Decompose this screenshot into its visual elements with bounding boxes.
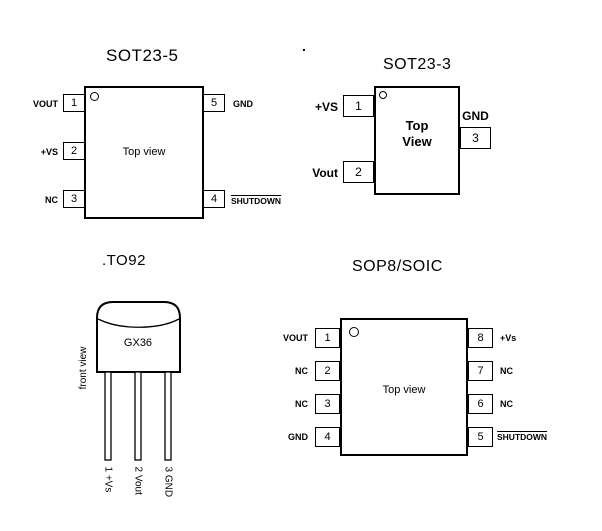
pin-number: 1 [70,96,78,109]
pin-number: 3 [472,131,479,145]
sop8-pin-4-box: 4 [315,427,340,447]
sop8-pin-label-vs: +Vs [500,333,517,343]
sop8-pin-8-box: 8 [468,328,493,348]
sot23-5-pin-label-vs: +VS [40,147,58,157]
pin-number: 1 [324,331,331,344]
sot23-5-title: SOT23-5 [106,46,179,65]
pin-number: 2 [355,165,362,179]
sot23-5-pin-label-gnd: GND [233,99,253,109]
sot23-5-pin-2-box: 2 [63,142,85,160]
sot23-5-pin-label-shutdown: SHUTDOWN [231,196,282,206]
sot23-5-package-body [84,86,204,219]
sop8-title: SOP8/SOIC [352,258,443,275]
pin-number: 8 [477,331,484,344]
sot23-3-pin-3-box: 3 [460,127,491,149]
pin-number: 6 [477,397,484,410]
sot23-5-pin-5-box: 5 [203,94,225,112]
sot23-3-pin-label-vout: Vout [312,166,338,180]
sop8-pin-6-box: 6 [468,394,493,414]
sot23-5-pin-3-box: 3 [63,190,85,208]
sot23-5-pin-label-vout: VOUT [32,99,58,109]
sop8-pin-label-gnd: GND [288,432,308,442]
sop8-pin-3-box: 3 [315,394,340,414]
sop8-pin1-marker-icon [349,327,359,337]
sot23-3-pin-2-box: 2 [343,161,374,183]
sot23-5-orientation-label: Top view [122,146,166,158]
to92-title: .TO92 [102,252,146,269]
to92-view-label: front view [78,346,89,390]
sot23-3-pin1-marker-icon [379,91,387,99]
sop8-pin-label-nc7: NC [500,366,513,376]
pin-number: 2 [324,364,331,377]
sot23-5-pin-1-box: 1 [63,94,85,112]
to92-chip-marking: GX36 [124,337,152,349]
sop8-pin-7-box: 7 [468,361,493,381]
sot23-3-pin-label-gnd: GND [462,109,489,123]
sot23-5-pin1-marker-icon [90,92,99,101]
to92-body-outline [96,301,181,373]
sop8-pin-label-nc2: NC [295,366,308,376]
sop8-pin-1-box: 1 [315,328,340,348]
pin-number: 4 [324,430,331,443]
pin-number: 2 [70,144,78,157]
sot23-3-pin-label-vs: +VS [314,100,338,114]
sot23-5-pin-label-nc: NC [45,195,58,205]
sop8-pin-label-shutdown: SHUTDOWN [497,432,548,442]
to92-leg-3 [164,371,172,461]
pin-number: 7 [477,364,484,377]
sot23-3-orientation-label: Top View [374,118,460,150]
pin-number: 1 [355,99,362,113]
sop8-pin-label-nc3: NC [295,399,308,409]
sop8-package-body [340,318,468,456]
to92-leg-label-2: 2 Vout [132,466,144,495]
pin-number: 3 [70,192,78,205]
to92-leg-label-1: 1 +Vs [102,466,114,493]
sot23-3-title: SOT23-3 [383,56,452,73]
sop8-pin-5-box: 5 [468,427,493,447]
sot23-5-pin-4-box: 4 [203,190,225,208]
pin-number: 4 [210,192,218,205]
sop8-pin-label-nc6: NC [500,399,513,409]
sot23-3-pin-1-box: 1 [343,95,374,117]
to92-top-edge-line [97,318,180,328]
stray-dot: . [302,38,306,54]
to92-leg-2 [134,371,142,461]
sot23-3-package-body [374,86,460,195]
to92-package-drawing: GX36 [96,301,181,461]
pin-number: 3 [324,397,331,410]
sop8-pin-2-box: 2 [315,361,340,381]
to92-leg-label-3: 3 GND [162,466,174,498]
orientation-label-line2: View [402,134,432,149]
sop8-orientation-label: Top view [382,384,426,396]
sop8-pin-label-vout: VOUT [282,333,308,343]
pin-number: 5 [210,96,218,109]
orientation-label-line1: Top [405,118,429,133]
pin-number: 5 [477,430,484,443]
to92-leg-1 [104,371,112,461]
